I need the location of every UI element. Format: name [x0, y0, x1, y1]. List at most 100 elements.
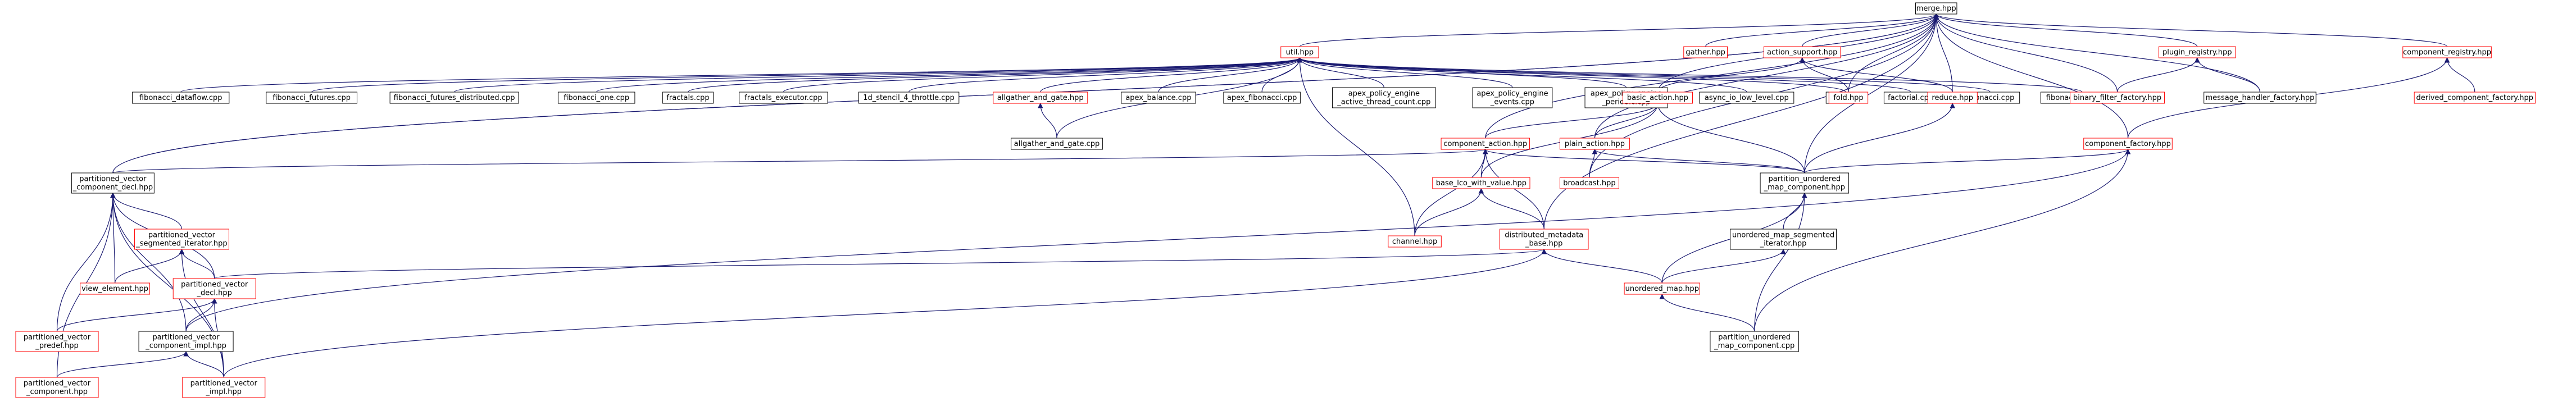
node-box	[15, 331, 99, 352]
node-view-element-hpp[interactable]: view_element.hpp	[80, 282, 151, 295]
node-plugin-registry-hpp[interactable]: plugin_registry.hpp	[2158, 46, 2236, 58]
edge-apex-policy-engine-events-cpp-to-util-hpp	[1297, 57, 1513, 88]
node-component-factory-hpp[interactable]: component_factory.hpp	[2083, 138, 2173, 150]
node-label: partitioned_vector	[190, 380, 258, 388]
node-label: apex_fibonacci.cpp	[1227, 94, 1297, 102]
node-derived-component-factory-hpp[interactable]: derived_component_factory.hpp	[2414, 92, 2536, 104]
edge-allgather-and-gate-cpp-to-allgather-and-gate-hpp	[1037, 103, 1057, 139]
edge-partitioned-vector-component-hpp-to-partitioned-vector-component-impl-hpp	[56, 351, 189, 378]
node-reduce-hpp[interactable]: reduce.hpp	[1927, 92, 1978, 104]
edge-component-action-hpp-to-merge-hpp	[1485, 13, 1939, 139]
node-fibonacci-futures-distributed-cpp[interactable]: fibonacci_futures_distributed.cpp	[389, 92, 519, 104]
node-base-lco-with-value-hpp[interactable]: base_lco_with_value.hpp	[1432, 177, 1530, 189]
node-box	[2402, 46, 2492, 58]
node-partitioned-vector-decl-hpp[interactable]: partitioned_vector_decl.hpp	[172, 278, 256, 299]
node-apex-balance-cpp[interactable]: apex_balance.cpp	[1121, 92, 1196, 104]
node-label: reduce.hpp	[1932, 94, 1973, 102]
node-fractals-cpp[interactable]: fractals.cpp	[662, 92, 714, 104]
node-label: fibonacci_futures.cpp	[272, 94, 351, 102]
node-fibonacci-dataflow-cpp[interactable]: fibonacci_dataflow.cpp	[132, 92, 230, 104]
node-component-registry-hpp[interactable]: component_registry.hpp	[2402, 46, 2492, 58]
edge-util-hpp-to-merge-hpp	[1299, 13, 1939, 47]
node-component-action-hpp[interactable]: component_action.hpp	[1441, 138, 1530, 150]
node-box	[1332, 87, 1436, 108]
node-merge-hpp[interactable]: merge.hpp	[1915, 2, 1957, 15]
node-channel-hpp[interactable]: channel.hpp	[1388, 235, 1442, 248]
node-box	[2414, 92, 2536, 104]
edge-partitioned-vector-component-decl-hpp-to-component-action-hpp	[112, 149, 1488, 174]
node-basic-action-hpp[interactable]: basic_action.hpp	[1623, 92, 1693, 104]
node-allgather-and-gate-hpp[interactable]: allgather_and_gate.hpp	[993, 92, 1088, 104]
node-broadcast-hpp[interactable]: broadcast.hpp	[1559, 177, 1619, 189]
node-partitioned-vector-impl-hpp[interactable]: partitioned_vector_impl.hpp	[182, 377, 266, 398]
node-binary-filter-factory-hpp[interactable]: binary_filter_factory.hpp	[2070, 92, 2165, 104]
node-partitioned-vector-component-decl-hpp[interactable]: partitioned_vector_component_decl.hpp	[71, 172, 155, 194]
node-fold-hpp[interactable]: fold.hpp	[1828, 92, 1869, 104]
edge-fractals-executor-cpp-to-util-hpp	[783, 57, 1302, 93]
node-label: _component_impl.hpp	[145, 342, 226, 350]
node-box	[266, 92, 357, 104]
edge-fractals-cpp-to-util-hpp	[687, 57, 1302, 93]
edge-partitioned-vector-impl-hpp-to-distributed-metadata-base-hpp	[223, 249, 1547, 378]
node-partitioned-vector-component-hpp[interactable]: partitioned_vector_component.hpp	[15, 377, 99, 398]
edge-channel-hpp-to-component-action-hpp	[1414, 149, 1488, 236]
node-label: _events.cpp	[1490, 98, 1534, 107]
node-partition-unordered-map-component-cpp[interactable]: partition_unordered_map_component.cpp	[1710, 331, 1799, 352]
node-label: channel.hpp	[1392, 238, 1437, 246]
node-label: plugin_registry.hpp	[2162, 48, 2232, 57]
node-box	[2204, 92, 2316, 104]
node-1d-stencil-4-throttle-cpp[interactable]: 1d_stencil_4_throttle.cpp	[858, 92, 960, 104]
node-fibonacci-futures-cpp[interactable]: fibonacci_futures.cpp	[266, 92, 357, 104]
node-box	[1223, 92, 1301, 104]
node-box	[1280, 46, 1319, 58]
node-unordered-map-segmented-iterator-hpp[interactable]: unordered_map_segmented_iterator.hpp	[1730, 229, 1837, 250]
node-apex-policy-engine-active-thread-count-cpp[interactable]: apex_policy_engine_active_thread_count.c…	[1332, 87, 1436, 108]
node-partitioned-vector-component-impl-hpp[interactable]: partitioned_vector_component_impl.hpp	[138, 331, 234, 352]
node-plain-action-hpp[interactable]: plain_action.hpp	[1559, 138, 1630, 150]
node-label: async_io_low_level.cpp	[1705, 94, 1789, 102]
edge-fibonacci-futures-cpp-to-util-hpp	[311, 57, 1302, 93]
node-action-support-hpp[interactable]: action_support.hpp	[1763, 46, 1841, 58]
node-label: partitioned_vector	[24, 334, 91, 342]
node-partition-unordered-map-component-hpp[interactable]: partition_unordered_map_component.hpp	[1760, 172, 1850, 194]
node-message-handler-factory-hpp[interactable]: message_handler_factory.hpp	[2204, 92, 2316, 104]
edge-unordered-map-hpp-to-distributed-metadata-base-hpp	[1541, 249, 1662, 284]
edge-channel-hpp-to-base-lco-with-value-hpp	[1414, 188, 1484, 236]
node-async-io-low-level-cpp[interactable]: async_io_low_level.cpp	[1699, 92, 1794, 104]
node-gather-hpp[interactable]: gather.hpp	[1683, 46, 1728, 58]
node-util-hpp[interactable]: util.hpp	[1280, 46, 1319, 58]
node-box	[858, 92, 960, 104]
edge-gather-hpp-to-merge-hpp	[1705, 13, 1939, 47]
node-box	[662, 92, 714, 104]
node-label: base_lco_with_value.hpp	[1436, 179, 1526, 188]
node-allgather-and-gate-cpp[interactable]: allgather_and_gate.cpp	[1011, 138, 1103, 150]
edge-partition-unordered-map-component-hpp-to-reduce-hpp	[1804, 103, 1955, 174]
node-label: 1d_stencil_4_throttle.cpp	[863, 94, 955, 102]
node-box	[1121, 92, 1196, 104]
node-fibonacci-one-cpp[interactable]: fibonacci_one.cpp	[557, 92, 635, 104]
node-label: component_registry.hpp	[2403, 48, 2491, 57]
node-label: _map_component.hpp	[1764, 184, 1845, 192]
node-distributed-metadata-base-hpp[interactable]: distributed_metadata_base.hpp	[1499, 229, 1589, 250]
node-box	[993, 92, 1088, 104]
node-label: apex_policy_engine	[1348, 90, 1420, 98]
node-partitioned-vector-segmented-iterator-hpp[interactable]: partitioned_vector_segmented_iterator.hp…	[134, 229, 229, 250]
node-label: allgather_and_gate.cpp	[1014, 140, 1100, 148]
node-label: partition_unordered	[1768, 175, 1841, 184]
node-apex-fibonacci-cpp[interactable]: apex_fibonacci.cpp	[1223, 92, 1301, 104]
node-label: merge.hpp	[1916, 4, 1956, 13]
node-fractals-executor-cpp[interactable]: fractals_executor.cpp	[739, 92, 828, 104]
node-partitioned-vector-predef-hpp[interactable]: partitioned_vector_predef.hpp	[15, 331, 99, 352]
edge-apex-policy-engine-active-thread-count-cpp-to-util-hpp	[1297, 57, 1384, 88]
node-label: message_handler_factory.hpp	[2206, 94, 2315, 102]
node-apex-policy-engine-events-cpp[interactable]: apex_policy_engine_events.cpp	[1472, 87, 1553, 108]
node-box	[1828, 92, 1869, 104]
edge-action-support-hpp-to-merge-hpp	[1802, 13, 1939, 47]
node-unordered-map-hpp[interactable]: unordered_map.hpp	[1624, 282, 1700, 295]
edge-layer	[56, 13, 2475, 378]
node-box	[1388, 235, 1442, 248]
node-factorial-cpp[interactable]: factorial.cpp	[1883, 92, 1938, 104]
edge-view-element-hpp-to-partitioned-vector-segmented-iterator-hpp	[114, 249, 185, 284]
node-label: unordered_map.hpp	[1625, 285, 1699, 293]
node-label: fractals.cpp	[666, 94, 709, 102]
